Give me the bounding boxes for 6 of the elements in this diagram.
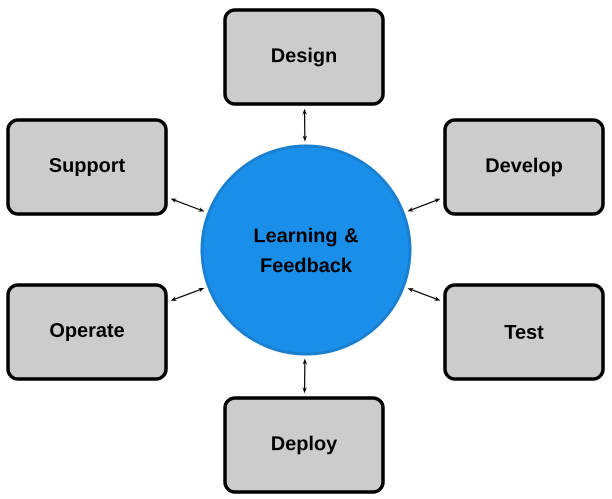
stage-box: Deploy (223, 396, 385, 494)
stage-box: Test (443, 283, 605, 381)
stage-box: Operate (6, 283, 168, 381)
stage-box: Design (223, 8, 385, 106)
stage-box: Support (6, 118, 168, 216)
stage-box: Develop (443, 118, 605, 216)
